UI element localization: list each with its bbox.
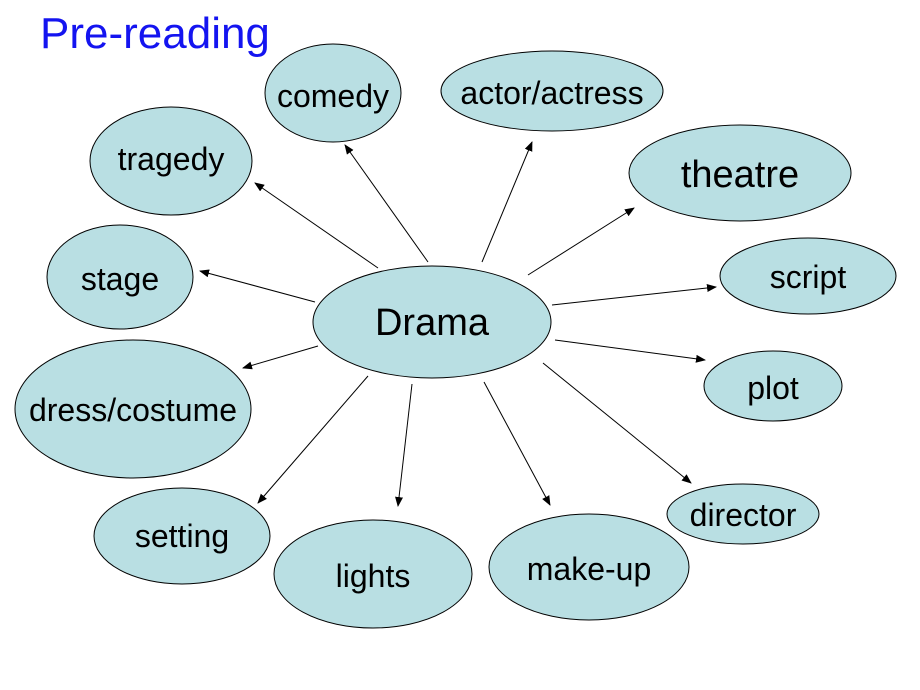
arrow-comedy xyxy=(344,144,429,263)
node-script-label: script xyxy=(770,259,847,295)
node-drama-label: Drama xyxy=(375,302,490,344)
node-comedy-label: comedy xyxy=(277,78,389,114)
node-script: script xyxy=(719,237,897,315)
arrow-lights xyxy=(395,383,413,507)
node-tragedy: tragedy xyxy=(89,106,253,216)
node-dress-costume: dress/costume xyxy=(14,339,252,479)
node-director-label: director xyxy=(690,497,797,533)
node-theatre: theatre xyxy=(628,124,852,222)
node-theatre-label: theatre xyxy=(681,154,799,196)
arrows xyxy=(199,141,717,507)
node-make-up-label: make-up xyxy=(527,551,652,587)
arrow-theatre xyxy=(527,207,635,276)
node-plot: plot xyxy=(703,350,843,422)
arrow-script xyxy=(551,284,717,306)
node-plot-label: plot xyxy=(747,370,799,406)
node-make-up: make-up xyxy=(488,513,690,621)
node-director: director xyxy=(666,483,820,545)
arrow-plot xyxy=(554,339,706,363)
slide-title: Pre-reading xyxy=(40,9,270,58)
node-dress-costume-label: dress/costume xyxy=(29,392,237,428)
arrow-make-up xyxy=(483,381,551,506)
arrow-stage xyxy=(199,269,316,303)
arrow-setting xyxy=(257,375,369,504)
node-drama: Drama xyxy=(312,265,552,379)
node-stage-label: stage xyxy=(81,261,159,297)
node-actor-actress: actor/actress xyxy=(440,50,664,132)
node-comedy: comedy xyxy=(264,43,402,143)
node-lights-label: lights xyxy=(336,558,411,594)
arrow-director xyxy=(542,362,692,484)
node-stage: stage xyxy=(46,224,194,330)
node-lights: lights xyxy=(273,519,473,629)
node-setting: setting xyxy=(93,487,271,585)
node-actor-actress-label: actor/actress xyxy=(460,75,643,111)
node-setting-label: setting xyxy=(135,518,229,554)
arrow-tragedy xyxy=(254,182,379,269)
node-tragedy-label: tragedy xyxy=(118,141,225,177)
arrow-dress-costume xyxy=(242,345,319,370)
arrow-actor-actress xyxy=(481,141,533,263)
